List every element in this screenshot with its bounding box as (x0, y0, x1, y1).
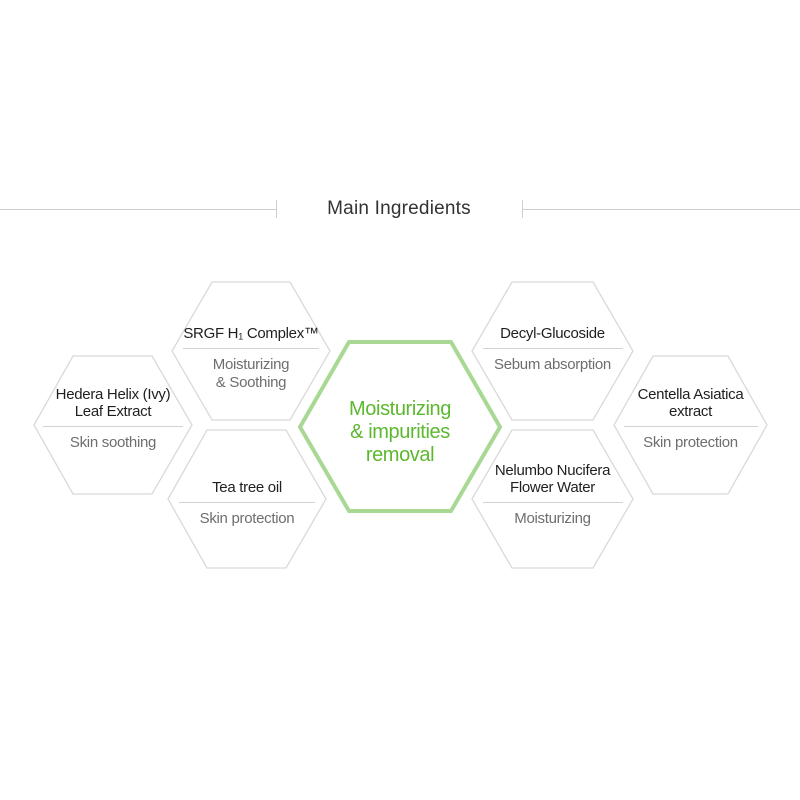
center-claim-line: & impurities (350, 421, 450, 443)
center-claim: Moisturizing & impurities removal (318, 398, 482, 467)
center-claim-line: Moisturizing (349, 398, 451, 420)
ingredient-benefit: Skin soothing (69, 434, 157, 451)
ingredient-divider (482, 348, 623, 349)
ingredient-benefit: Sebum absorption (494, 356, 611, 373)
ingredient-benefit: Skin protection (643, 434, 738, 451)
ingredient-divider (179, 502, 315, 503)
ingredient-benefit: & Soothing (215, 374, 287, 391)
title-tick-left (276, 200, 277, 218)
ingredient-benefit: Moisturizing (212, 356, 290, 373)
ingredient-divider (183, 348, 319, 349)
ingredient-teatree: Tea tree oil Skin protection (168, 479, 326, 528)
hex-teatree (167, 429, 327, 569)
ingredient-benefit: Moisturizing (514, 510, 591, 527)
ingredient-name: SRGF H₁ Complex™ (183, 325, 319, 342)
ingredient-srgf: SRGF H₁ Complex™ Moisturizing & Soothing (172, 325, 330, 392)
hex-center (297, 340, 503, 513)
title-rule-left (0, 209, 276, 210)
ingredient-name: Flower Water (509, 479, 596, 496)
ingredient-divider (482, 502, 623, 503)
ingredient-decyl: Decyl-Glucoside Sebum absorption (472, 325, 633, 374)
section-title: Main Ingredients (327, 198, 471, 219)
ingredient-divider (43, 426, 183, 427)
ingredient-name: Decyl-Glucoside (500, 325, 605, 342)
hex-nelumbo (471, 429, 634, 569)
ingredient-name: Tea tree oil (212, 479, 282, 496)
title-row: Main Ingredients (0, 190, 800, 230)
ingredient-divider (623, 426, 758, 427)
ingredient-hedera: Hedera Helix (Ivy) Leaf Extract Skin soo… (34, 386, 192, 452)
ingredient-benefit: Skin protection (199, 510, 295, 527)
ingredient-centella: Centella Asiatica extract Skin protectio… (614, 386, 767, 452)
hex-srgf (171, 281, 331, 421)
ingredient-name: extract (669, 403, 712, 420)
hex-decyl (471, 281, 634, 421)
title-rule-right (522, 209, 800, 210)
ingredient-name: Hedera Helix (Ivy) (55, 386, 171, 403)
ingredient-name: Centella Asiatica (637, 386, 744, 403)
ingredient-name: Leaf Extract (74, 403, 152, 420)
center-claim-line: removal (365, 444, 435, 466)
ingredient-name: Nelumbo Nucifera (494, 462, 611, 479)
hex-centella (613, 355, 768, 495)
hex-hedera (33, 355, 193, 495)
ingredient-nelumbo: Nelumbo Nucifera Flower Water Moisturizi… (472, 462, 633, 528)
